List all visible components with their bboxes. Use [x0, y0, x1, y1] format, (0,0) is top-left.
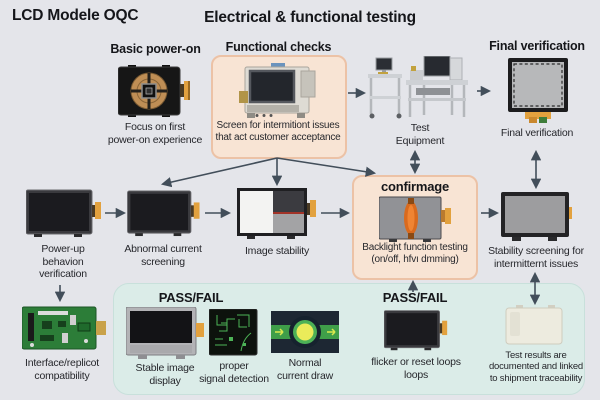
tester-machine-image	[237, 63, 321, 120]
image-stability-caption: Image stability	[244, 245, 310, 257]
page-title: LCD Modele OQC	[12, 7, 139, 24]
final-verification-caption: Final verification	[500, 127, 574, 139]
stability-screening-caption: Stability screening for intermitternt is…	[488, 245, 584, 270]
power-up-caption: Power-up behavion verification	[39, 243, 87, 281]
functional-checks-caption: Screen for intermitiont issues that act …	[215, 120, 341, 143]
lcd-module-target-image	[118, 64, 190, 118]
stable-image-caption: Stable image display	[135, 362, 195, 387]
interface-compatibility-caption: Interface/replicot compatibility	[24, 357, 100, 382]
flicker-loops-caption: flicker or reset loops loops	[371, 356, 461, 381]
interface-pcb-image	[22, 301, 106, 353]
flicker-module-image	[384, 307, 448, 353]
backlight-module-image	[379, 196, 451, 242]
test-results-module-image	[504, 305, 564, 347]
final-verification-label: Final verification	[489, 39, 585, 53]
pass-fail-right-label: PASS/FAIL	[382, 290, 448, 305]
signal-scope-image	[209, 309, 259, 357]
stable-image-module-image	[126, 307, 204, 359]
test-equipment-image	[364, 56, 474, 120]
abnormal-current-caption: Abnormal current screening	[124, 243, 202, 268]
functional-checks-label: Functional checks	[225, 40, 332, 54]
final-verification-module-image	[507, 57, 569, 123]
current-gauge-image	[271, 311, 339, 353]
pass-fail-left-label: PASS/FAIL	[158, 290, 224, 305]
image-stability-module-image	[237, 187, 317, 239]
basic-power-on-label: Basic power-on	[110, 42, 201, 56]
confirmage-caption: Backlight function testing (on/off, hfvı…	[362, 242, 468, 265]
diagram-heading: Electrical & functional testing	[204, 9, 416, 26]
basic-power-on-caption: Focus on first power-on experience	[107, 121, 203, 146]
power-up-module-image	[26, 188, 102, 238]
abnormal-current-module-image	[127, 189, 201, 237]
stability-screening-module-image	[500, 191, 572, 241]
normal-current-caption: Normal current draw	[277, 357, 333, 382]
test-results-caption: Test results are documented and linked t…	[488, 350, 584, 384]
proper-signal-caption: proper signal detection	[199, 360, 269, 385]
test-equipment-caption: Test Equipment	[395, 122, 445, 147]
confirmage-label: confirmage	[380, 179, 450, 194]
